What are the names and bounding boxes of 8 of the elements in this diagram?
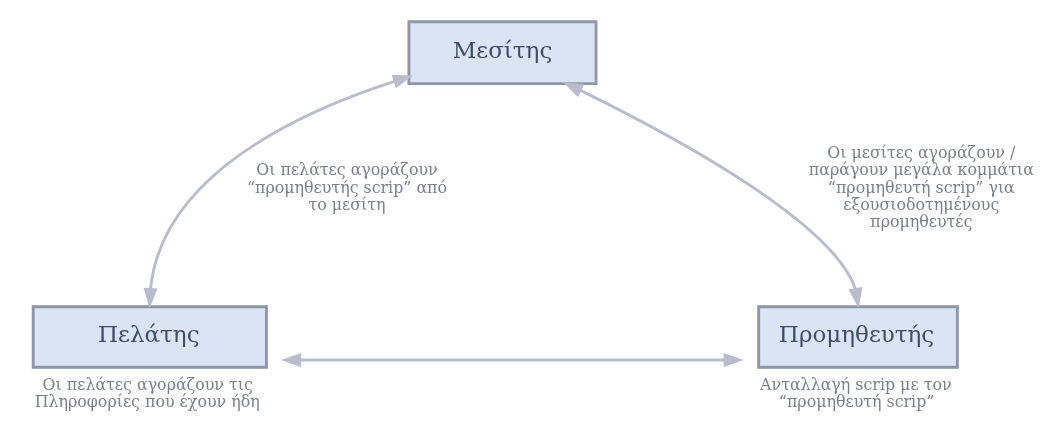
node-label: Οι πελάτες αγοράζουν τις Πληροφορίες που έχουν ήδη	[34, 374, 260, 412]
edge-label: Οι πελάτες αγοράζουν “προμηθευτής scrip” από το μεσίτη	[246, 160, 448, 215]
edge-label: Οι μεσίτες αγοράζουν / παράγουν μεγάλα κομμάτια “προμηθευτή scrip” για εξουσιοδοτημένους προμηθευτές	[808, 143, 1034, 232]
arrow	[562, 81, 863, 309]
node-box: Μεσίτης	[407, 20, 598, 86]
arrow	[281, 352, 744, 368]
arrow	[143, 74, 414, 309]
node-label: Ανταλλαγή scrip με τον “προμηθευτή scrip”	[760, 374, 952, 412]
